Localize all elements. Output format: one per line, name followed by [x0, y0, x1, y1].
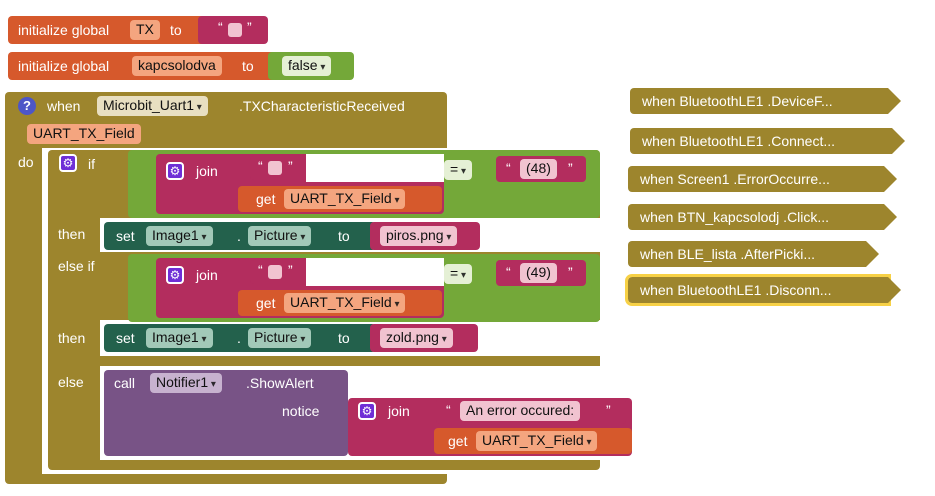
close-quote-icon: ”	[568, 160, 573, 176]
collapsed-event-label: when Screen1 .ErrorOccurre...	[640, 171, 830, 187]
dot-label: .	[237, 330, 241, 346]
collapsed-event-block-selected[interactable]: when BluetoothLE1 .Disconn...	[625, 274, 901, 306]
get-block[interactable]: get UART_TX_Field	[238, 186, 442, 212]
component-dropdown[interactable]: Image1	[146, 328, 213, 348]
get-variable-dropdown[interactable]: UART_TX_Field	[476, 431, 598, 451]
initialize-global-label: initialize global	[18, 22, 110, 38]
get-variable-dropdown[interactable]: UART_TX_Field	[284, 293, 406, 313]
join-label: join	[196, 163, 218, 179]
false-block[interactable]: false	[268, 52, 354, 80]
get-variable-dropdown[interactable]: UART_TX_Field	[284, 189, 406, 209]
method-label: .ShowAlert	[246, 375, 314, 391]
text-literal-block[interactable]: “ (49) ”	[496, 260, 586, 286]
event-param-chip[interactable]: UART_TX_Field	[27, 124, 141, 144]
open-quote-icon: “	[506, 160, 511, 176]
get-label: get	[256, 191, 276, 207]
get-block[interactable]: get UART_TX_Field	[238, 290, 442, 316]
collapsed-event-label: when BluetoothLE1 .Disconn...	[640, 282, 832, 298]
open-quote-icon: “	[258, 158, 263, 174]
global-kapcsolodva-block[interactable]: initialize global kapcsolodva to	[8, 52, 278, 80]
empty-text-block[interactable]: “ ”	[198, 16, 268, 44]
collapsed-event-label: when BluetoothLE1 .Connect...	[642, 133, 836, 149]
property-dropdown[interactable]: Picture	[248, 328, 312, 348]
global-name-field[interactable]: TX	[130, 20, 160, 40]
initialize-global-label: initialize global	[18, 58, 110, 74]
text-literal-block[interactable]: “ An error occured: ”	[436, 398, 626, 424]
close-quote-icon: ”	[288, 262, 293, 278]
collapsed-event-block[interactable]: when BluetoothLE1 .Connect...	[630, 128, 905, 154]
text-value-field[interactable]	[228, 23, 242, 37]
close-quote-icon: ”	[247, 19, 252, 35]
event-name-label: .TXCharacteristicReceived	[239, 98, 405, 114]
else-label: else	[58, 374, 84, 390]
open-quote-icon: “	[218, 19, 223, 35]
join-gap	[306, 258, 444, 286]
global-name-field[interactable]: kapcsolodva	[132, 56, 222, 76]
to-label: to	[170, 22, 182, 38]
component-dropdown[interactable]: Image1	[146, 226, 213, 246]
open-quote-icon: “	[446, 402, 451, 418]
join-label: join	[388, 403, 410, 419]
to-label: to	[338, 228, 350, 244]
mutator-gear-icon[interactable]: ⚙	[166, 266, 184, 284]
text-literal-block[interactable]: piros.png	[370, 222, 480, 250]
file-value-field[interactable]: piros.png	[380, 226, 458, 246]
collapsed-event-block[interactable]: when BLE_lista .AfterPicki...	[628, 241, 879, 267]
get-block[interactable]: get UART_TX_Field	[434, 428, 632, 454]
dot-label: .	[237, 228, 241, 244]
set-property-block[interactable]: set Image1 . Picture to	[104, 324, 376, 352]
mutator-gear-icon[interactable]: ⚙	[166, 162, 184, 180]
do-label: do	[18, 154, 34, 170]
close-quote-icon: ”	[568, 264, 573, 280]
collapsed-event-label: when BLE_lista .AfterPicki...	[640, 246, 816, 262]
set-label: set	[116, 330, 135, 346]
open-quote-icon: “	[258, 262, 263, 278]
collapsed-event-block[interactable]: when BluetoothLE1 .DeviceF...	[630, 88, 901, 114]
collapsed-event-label: when BluetoothLE1 .DeviceF...	[642, 93, 833, 109]
text-literal-block[interactable]: “ (48) ”	[496, 156, 586, 182]
when-label: when	[47, 98, 81, 114]
text-value-field[interactable]	[268, 161, 282, 175]
notice-label: notice	[282, 403, 320, 419]
get-label: get	[256, 295, 276, 311]
event-component-dropdown[interactable]: Microbit_Uart1	[97, 96, 208, 116]
file-value-field[interactable]: zold.png	[380, 328, 453, 348]
text-literal-block[interactable]: zold.png	[370, 324, 478, 352]
text-value-field[interactable]: (49)	[520, 263, 557, 283]
notifier-component-dropdown[interactable]: Notifier1	[150, 373, 222, 393]
collapsed-event-block[interactable]: when Screen1 .ErrorOccurre...	[628, 166, 897, 192]
text-value-field[interactable]: (48)	[520, 159, 557, 179]
to-label: to	[242, 58, 254, 74]
then-label: then	[58, 330, 86, 346]
to-label: to	[338, 330, 350, 346]
notifier-call-block[interactable]: call Notifier1 .ShowAlert notice	[104, 370, 348, 456]
text-value-field[interactable]: An error occured:	[460, 401, 581, 421]
compare-operator-dropdown[interactable]: =	[444, 264, 472, 284]
text-value-field[interactable]	[268, 265, 282, 279]
collapsed-event-label: when BTN_kapcsolodj .Click...	[640, 209, 830, 225]
mutator-gear-icon[interactable]: ⚙	[358, 402, 376, 420]
set-property-block[interactable]: set Image1 . Picture to	[104, 222, 376, 250]
global-tx-block[interactable]: initialize global TX to	[8, 16, 206, 44]
if-label: if	[88, 156, 95, 172]
else-if-label: else if	[58, 258, 95, 274]
join-gap	[306, 154, 444, 182]
open-quote-icon: “	[506, 264, 511, 280]
close-quote-icon: ”	[606, 402, 611, 418]
get-label: get	[448, 433, 468, 449]
then-label: then	[58, 226, 86, 242]
property-dropdown[interactable]: Picture	[248, 226, 312, 246]
empty-text-block[interactable]: “ ”	[250, 156, 306, 180]
help-icon[interactable]: ?	[18, 97, 36, 115]
mutator-gear-icon[interactable]: ⚙	[59, 154, 77, 172]
set-label: set	[116, 228, 135, 244]
join-label: join	[196, 267, 218, 283]
call-label: call	[114, 375, 136, 391]
compare-operator-dropdown[interactable]: =	[444, 160, 472, 180]
close-quote-icon: ”	[288, 158, 293, 174]
collapsed-event-block[interactable]: when BTN_kapcsolodj .Click...	[628, 204, 897, 230]
boolean-dropdown[interactable]: false	[282, 56, 332, 76]
empty-text-block[interactable]: “ ”	[250, 260, 306, 284]
